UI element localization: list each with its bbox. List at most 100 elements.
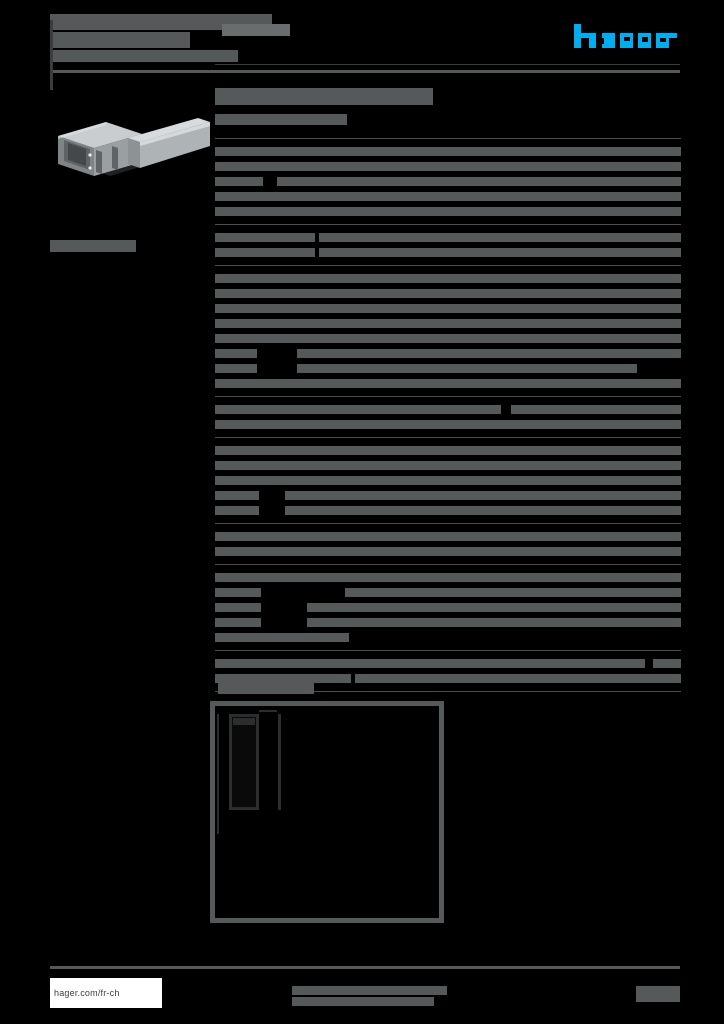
spec-row	[215, 585, 681, 600]
spec-row	[215, 473, 681, 488]
footer-center-redaction-1	[292, 986, 447, 995]
spec-value-redaction	[355, 674, 681, 683]
spec-row	[215, 417, 681, 432]
spec-divider	[215, 691, 681, 692]
page-title	[50, 14, 290, 66]
spec-value-redaction	[511, 405, 681, 414]
spec-row	[215, 600, 681, 615]
spec-row	[215, 301, 681, 316]
section-heading-redaction	[215, 88, 433, 105]
spec-row	[215, 361, 681, 376]
spec-value-redaction	[215, 633, 349, 642]
spec-divider	[215, 564, 681, 565]
spec-group	[215, 266, 681, 396]
spec-row	[215, 630, 681, 645]
spec-label-redaction	[215, 461, 259, 470]
spec-group	[215, 565, 681, 650]
spec-label-redaction	[215, 177, 263, 186]
title-line-3-redaction	[50, 50, 238, 62]
footer-url[interactable]: hager.com/fr-ch	[54, 988, 120, 998]
spec-row	[215, 443, 681, 458]
spec-row	[215, 503, 681, 518]
spec-value-redaction	[215, 532, 681, 541]
spec-value-redaction	[215, 192, 681, 201]
section-subheading	[215, 114, 681, 128]
spec-row	[215, 271, 681, 286]
spec-value-redaction	[259, 461, 681, 470]
footer-page-number	[636, 986, 680, 1004]
title-line-1-redaction	[50, 14, 272, 30]
spec-divider	[215, 650, 681, 651]
spec-value-redaction	[345, 588, 681, 597]
spec-divider	[215, 265, 681, 266]
footer-center-text	[292, 986, 447, 1008]
spec-value-redaction	[307, 618, 681, 627]
spec-value-redaction	[215, 573, 681, 582]
spec-row	[215, 544, 681, 559]
spec-value-redaction	[257, 289, 681, 298]
spec-row	[215, 402, 681, 417]
spec-row	[215, 230, 681, 245]
spec-value-redaction	[277, 177, 681, 186]
header-sub-rule	[215, 64, 680, 65]
spec-row	[215, 316, 681, 331]
drawing-caption-redaction	[218, 681, 314, 694]
vertical-reference-line	[278, 714, 281, 810]
spec-value-redaction	[319, 248, 681, 257]
footer-center-redaction-2	[292, 997, 434, 1006]
spec-label-redaction	[215, 319, 257, 328]
profile-outline	[229, 714, 259, 810]
spec-row	[215, 346, 681, 361]
footer-divider	[50, 966, 680, 969]
spec-row	[215, 204, 681, 219]
technical-drawing-box	[210, 701, 444, 923]
spec-label-redaction	[215, 349, 257, 358]
product-reference-redaction	[222, 24, 290, 36]
spec-row	[215, 458, 681, 473]
spec-label-redaction	[215, 364, 257, 373]
spec-label-redaction	[215, 334, 257, 343]
spec-value-redaction	[215, 420, 681, 429]
spec-value-redaction	[653, 659, 681, 668]
spec-label-redaction	[215, 491, 259, 500]
title-line-2-redaction	[50, 32, 190, 48]
spec-value-redaction	[297, 349, 681, 358]
spec-value-redaction	[215, 162, 681, 171]
spec-row	[215, 376, 681, 391]
spec-value-redaction	[285, 506, 681, 515]
spec-row	[215, 174, 681, 189]
left-rail	[50, 20, 53, 90]
section-subheading-redaction	[215, 114, 347, 125]
spec-value-redaction	[257, 334, 681, 343]
dimension-line	[217, 714, 219, 834]
spec-value-redaction	[215, 405, 501, 414]
spec-value-redaction	[215, 547, 681, 556]
specifications-panel	[215, 86, 681, 692]
spec-label-redaction	[215, 248, 315, 257]
spec-group	[215, 651, 681, 691]
spec-row	[215, 245, 681, 260]
spec-divider	[215, 523, 681, 524]
leader-line	[259, 710, 277, 712]
spec-value-redaction	[215, 674, 351, 683]
spec-row	[215, 144, 681, 159]
spec-value-redaction	[215, 147, 681, 156]
spec-label-redaction	[215, 289, 257, 298]
spec-row	[215, 529, 681, 544]
spec-value-redaction	[319, 233, 681, 242]
section-heading	[215, 86, 681, 108]
header-divider	[50, 70, 680, 73]
spec-group	[215, 397, 681, 437]
spec-label-redaction	[215, 304, 257, 313]
profile-cap	[233, 718, 255, 725]
spec-row	[215, 615, 681, 630]
spec-row	[215, 159, 681, 174]
spec-row	[215, 656, 681, 671]
spec-group	[215, 225, 681, 265]
spec-label-redaction	[215, 603, 261, 612]
spec-group	[215, 438, 681, 523]
spec-value-redaction	[215, 207, 681, 216]
spec-label-redaction	[215, 476, 259, 485]
spec-value-redaction	[215, 446, 681, 455]
